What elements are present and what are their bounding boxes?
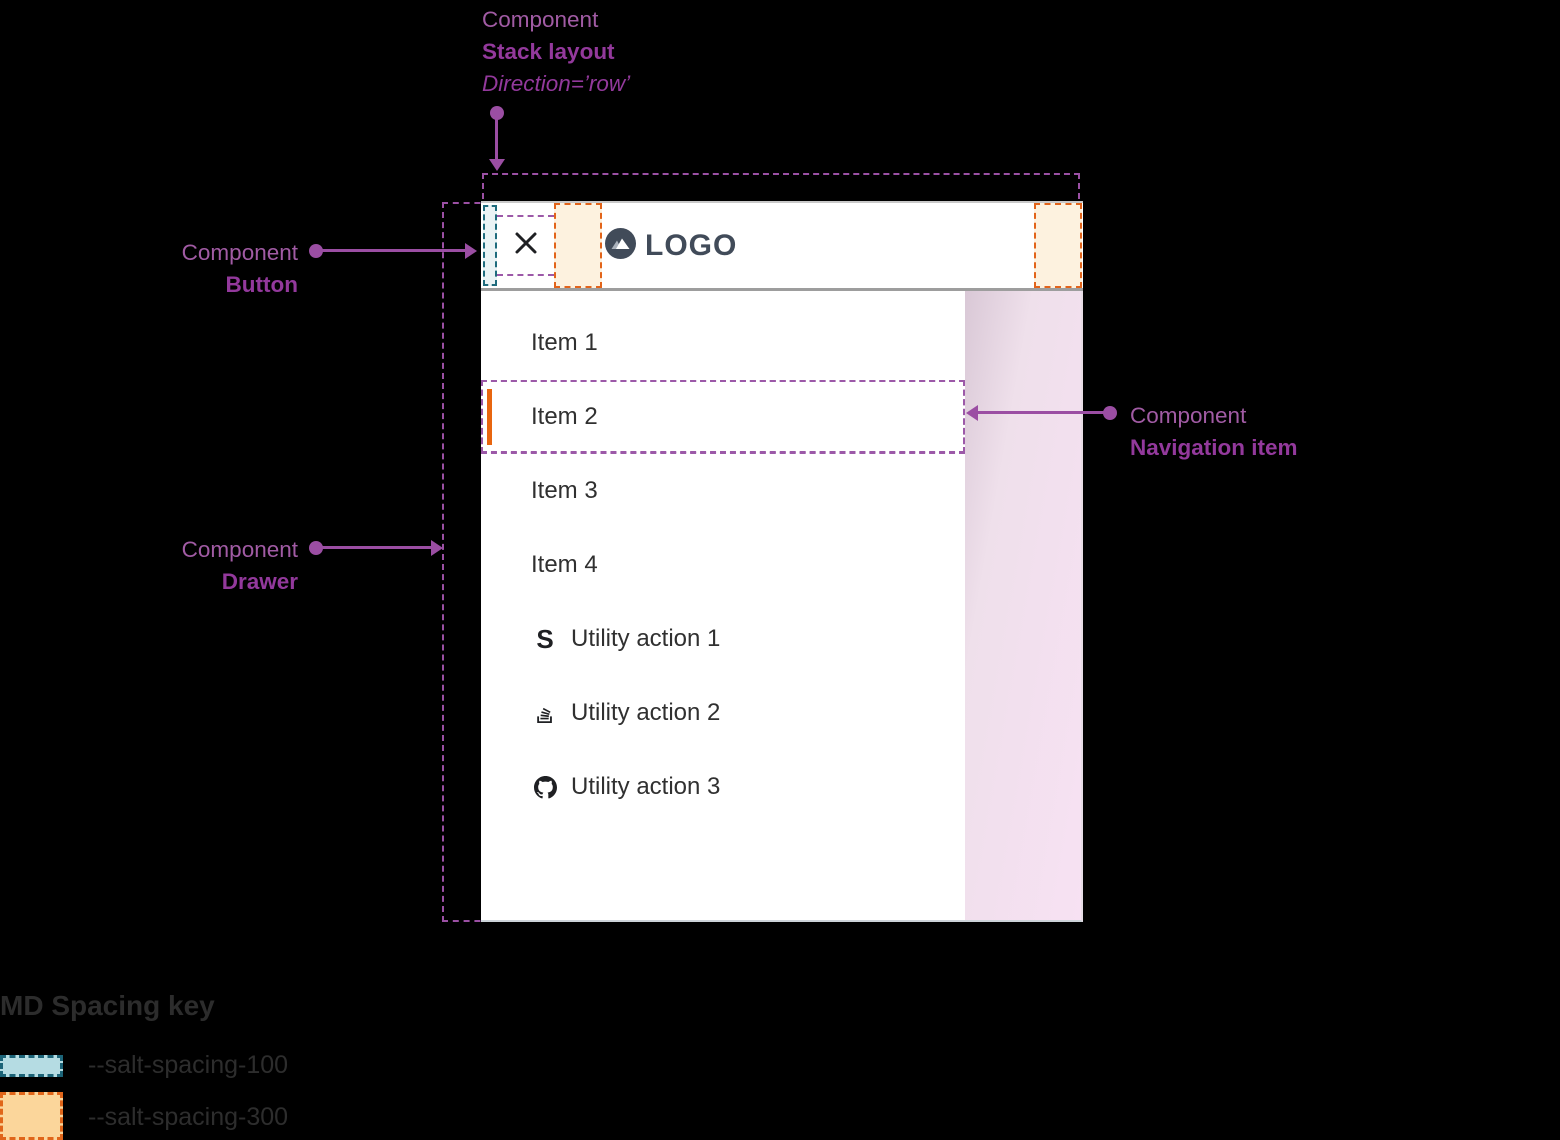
nav-item-4[interactable]: Item 4 bbox=[481, 528, 965, 602]
logo-text: LOGO bbox=[645, 228, 738, 262]
annotation-eyebrow: Component bbox=[1130, 403, 1247, 428]
spacing-300-swatch bbox=[0, 1092, 63, 1140]
annotation-eyebrow: Component bbox=[181, 537, 298, 562]
drawer-arrow-stem bbox=[316, 546, 432, 549]
stack-layout-annotation: Component Stack layout Direction=’row’ bbox=[482, 4, 630, 100]
utility-action-label: Utility action 1 bbox=[571, 625, 721, 652]
drawer-arrow-head bbox=[431, 540, 443, 556]
close-icon bbox=[513, 230, 539, 261]
nav-arrow-dot bbox=[1103, 406, 1117, 420]
annotation-eyebrow: Component bbox=[482, 7, 599, 32]
stack-arrow-stem bbox=[495, 113, 498, 160]
spacing-300-strip-left bbox=[554, 203, 602, 288]
annotation-detail: Direction=’row’ bbox=[482, 71, 631, 96]
legend-label-spacing-100: --salt-spacing-100 bbox=[88, 1051, 289, 1079]
nav-item-label: Item 3 bbox=[531, 477, 598, 504]
button-annotation: Component Button bbox=[98, 237, 298, 301]
button-arrow-head bbox=[465, 243, 477, 259]
nav-item-label: Item 1 bbox=[531, 329, 598, 356]
utility-action-label: Utility action 2 bbox=[571, 699, 721, 726]
nav-arrow-head bbox=[966, 405, 978, 421]
storybook-s-icon: S bbox=[536, 623, 554, 654]
app-header: LOGO bbox=[481, 201, 1083, 291]
logo: LOGO bbox=[605, 203, 737, 288]
legend-label-spacing-300: --salt-spacing-300 bbox=[88, 1103, 289, 1131]
drawer-panel: Item 1 Item 2 Item 3 Item 4 S Utility ac… bbox=[481, 291, 965, 922]
nav-item-3[interactable]: Item 3 bbox=[481, 454, 965, 528]
github-icon bbox=[533, 775, 557, 799]
annotation-name: Button bbox=[225, 272, 298, 297]
nav-item-label: Item 2 bbox=[531, 403, 598, 430]
stack-arrow-head bbox=[489, 159, 505, 171]
page-background-strip bbox=[965, 291, 1083, 922]
annotation-name: Drawer bbox=[221, 569, 298, 594]
drawer-annotation: Component Drawer bbox=[98, 534, 298, 598]
utility-action-3[interactable]: Utility action 3 bbox=[481, 750, 965, 824]
active-indicator-bar bbox=[487, 389, 492, 445]
navigation-item-guide-rect bbox=[481, 380, 965, 453]
annotation-eyebrow: Component bbox=[181, 240, 298, 265]
nav-arrow-stem bbox=[977, 411, 1109, 414]
utility-action-1[interactable]: S Utility action 1 bbox=[481, 602, 965, 676]
nav-item-1[interactable]: Item 1 bbox=[481, 306, 965, 380]
close-button[interactable] bbox=[497, 215, 554, 276]
spacing-100-swatch bbox=[0, 1055, 63, 1077]
spacing-300-strip-right bbox=[1034, 203, 1082, 288]
stack-overflow-icon bbox=[533, 702, 557, 725]
nav-item-label: Item 4 bbox=[531, 551, 598, 578]
annotation-name: Stack layout bbox=[482, 39, 615, 64]
navigation-item-annotation: Component Navigation item bbox=[1130, 400, 1298, 464]
mountain-logo-icon bbox=[605, 227, 636, 264]
annotation-name: Navigation item bbox=[1130, 435, 1298, 460]
utility-action-label: Utility action 3 bbox=[571, 773, 721, 800]
button-arrow-stem bbox=[316, 249, 466, 252]
legend-title: MD Spacing key bbox=[0, 990, 215, 1021]
spacing-100-strip bbox=[483, 205, 497, 286]
utility-action-2[interactable]: Utility action 2 bbox=[481, 676, 965, 750]
